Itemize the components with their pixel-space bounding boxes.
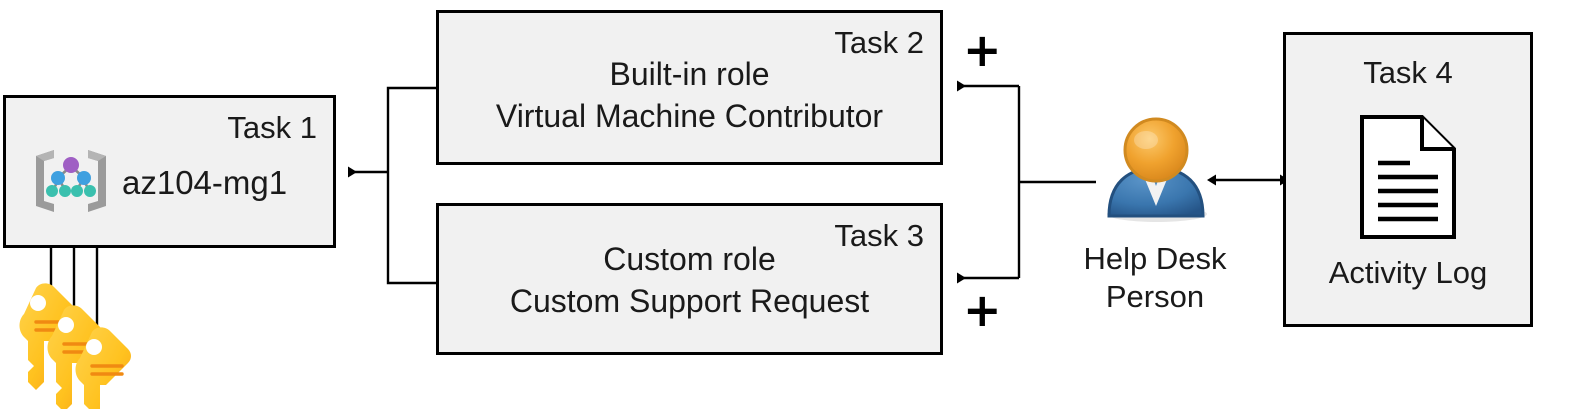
document-icon <box>1358 113 1458 246</box>
plus-icon-bottom: + <box>963 283 1002 337</box>
task1-name: az104-mg1 <box>122 163 288 201</box>
task3-box[interactable]: Task 3 Custom role Custom Support Reques… <box>436 203 943 355</box>
person-label-line2: Person <box>1105 278 1205 314</box>
task4-caption: Activity Log <box>1328 255 1488 290</box>
task4-box[interactable]: Task 4 Activity Log <box>1283 32 1533 327</box>
task1-label: Task 1 <box>227 110 317 145</box>
person-label: Help Desk Person <box>1050 240 1260 316</box>
plus-icon-top: + <box>963 23 1002 77</box>
task1-content: az104-mg1 <box>30 144 287 221</box>
task3-line1: Custom role <box>603 241 776 277</box>
user-icon <box>1097 114 1215 229</box>
task2-label: Task 2 <box>834 25 924 60</box>
edge-roles-to-mg <box>348 86 436 285</box>
task3-line2: Custom Support Request <box>509 283 870 320</box>
task3-label: Task 3 <box>834 218 924 253</box>
task2-content: Built-in role Virtual Machine Contributo… <box>439 53 940 137</box>
task2-box[interactable]: Task 2 Built-in role Virtual Machine Con… <box>436 10 943 165</box>
key-icon <box>75 327 131 414</box>
task3-content: Custom role Custom Support Request <box>439 238 940 322</box>
person-label-line1: Help Desk <box>1083 241 1227 276</box>
task4-label: Task 4 <box>1363 55 1453 90</box>
key-icon-group <box>14 272 132 414</box>
management-group-icon <box>30 144 112 221</box>
task2-line1: Built-in role <box>609 56 770 92</box>
task2-line2: Virtual Machine Contributor <box>495 98 884 135</box>
task1-box[interactable]: Task 1 <box>3 95 336 248</box>
